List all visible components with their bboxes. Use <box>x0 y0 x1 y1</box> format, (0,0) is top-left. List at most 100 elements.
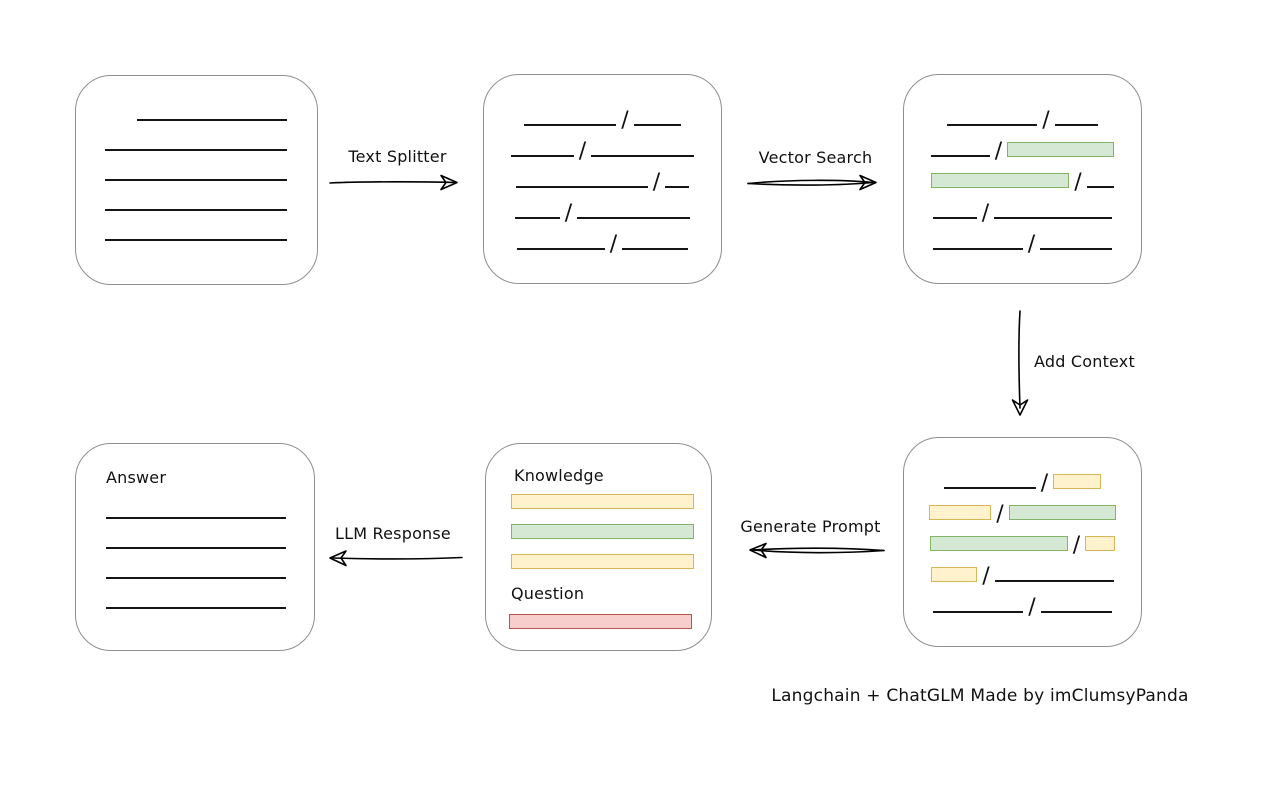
text-line <box>622 248 689 250</box>
chunk-highlight-green <box>931 173 1070 188</box>
llm-response-arrow <box>329 550 463 567</box>
chunk-row: / <box>916 126 1129 163</box>
text-line <box>106 607 286 609</box>
text-line <box>930 155 990 157</box>
knowledge-label: Knowledge <box>514 466 604 485</box>
caption: Langchain + ChatGLM Made by imClumsyPand… <box>771 686 1189 706</box>
text-line <box>510 155 574 157</box>
text-line <box>994 217 1113 219</box>
yellow-bar <box>511 494 694 509</box>
add-context-arrow <box>1011 310 1029 416</box>
generate-prompt-label: Generate Prompt <box>740 517 881 536</box>
chunk-row: / <box>916 582 1129 619</box>
separator-slash: / <box>652 170 661 195</box>
text-line-row <box>76 549 314 579</box>
text-line <box>943 487 1036 489</box>
retrieved-chunks-node: / / / / / <box>903 74 1142 284</box>
chunk-highlight-yellow <box>1053 474 1102 489</box>
text-line <box>994 580 1114 582</box>
chunk-highlight-green <box>1007 142 1115 157</box>
green-bar <box>511 524 694 539</box>
text-line <box>524 124 617 126</box>
text-line <box>1040 248 1113 250</box>
chunk-row: / <box>916 520 1129 557</box>
text-line <box>105 209 287 211</box>
chunks-node: / / / / / <box>483 74 722 284</box>
text-line <box>1054 124 1098 126</box>
text-line <box>932 217 977 219</box>
separator-slash: / <box>564 201 573 226</box>
chunk-highlight-yellow <box>929 505 992 520</box>
chunk-rows: / / / / / <box>916 458 1129 619</box>
chunk-rows: / / / / / <box>916 95 1129 256</box>
chunk-row: / <box>496 188 709 225</box>
separator-slash: / <box>1028 595 1036 620</box>
separator-slash: / <box>609 232 618 257</box>
chunk-rows: / / / / / <box>496 95 709 256</box>
text-line <box>633 124 681 126</box>
chunk-highlight-yellow <box>1085 536 1116 551</box>
chunk-row: / <box>916 95 1129 132</box>
chunk-highlight-green <box>1008 505 1116 520</box>
text-line <box>665 186 690 188</box>
separator-slash: / <box>1072 533 1081 558</box>
red-bar <box>509 614 692 629</box>
vector-search-arrow <box>747 174 877 191</box>
yellow-bar <box>511 554 694 569</box>
llm-response-label: LLM Response <box>335 524 451 543</box>
chunk-row: / <box>916 489 1129 526</box>
text-line <box>137 119 287 121</box>
text-line-row <box>76 151 317 181</box>
question-label: Question <box>511 584 585 603</box>
document-lines <box>76 91 317 241</box>
text-line <box>932 248 1023 250</box>
text-line <box>515 186 648 188</box>
text-line <box>105 149 287 151</box>
prompt-node: Knowledge Question <box>485 443 712 651</box>
text-line <box>106 517 286 519</box>
text-line <box>105 239 287 241</box>
vector-search-label: Vector Search <box>758 148 873 167</box>
generate-prompt-arrow <box>749 542 885 559</box>
separator-slash: / <box>994 139 1003 164</box>
question-bar <box>509 614 692 644</box>
context-node: / / / / / <box>903 437 1142 647</box>
text-line-row <box>76 181 317 211</box>
answer-lines <box>76 489 314 609</box>
text-line <box>933 611 1024 613</box>
chunk-row: / <box>916 157 1129 194</box>
answer-label: Answer <box>106 468 167 487</box>
separator-slash: / <box>982 564 990 589</box>
text-line <box>105 179 287 181</box>
chunk-row: / <box>916 219 1129 256</box>
separator-slash: / <box>578 139 587 164</box>
separator-slash: / <box>981 201 990 226</box>
text-line <box>947 124 1038 126</box>
separator-slash: / <box>1074 170 1082 195</box>
knowledge-bars <box>511 494 694 584</box>
text-line <box>577 217 691 219</box>
text-line <box>1040 611 1112 613</box>
chunk-row: / <box>916 458 1129 495</box>
text-line <box>106 577 286 579</box>
separator-slash: / <box>1027 232 1036 257</box>
chunk-highlight-yellow <box>931 567 978 582</box>
text-line <box>1086 186 1114 188</box>
text-line <box>106 547 286 549</box>
separator-slash: / <box>996 502 1004 527</box>
answer-node: Answer <box>75 443 315 651</box>
chunk-row: / <box>496 126 709 163</box>
chunk-row: / <box>916 188 1129 225</box>
text-line-row <box>76 579 314 609</box>
text-line-row <box>76 121 317 151</box>
text-line <box>516 248 605 250</box>
chunk-row: / <box>496 157 709 194</box>
separator-slash: / <box>621 108 629 133</box>
text-line <box>514 217 560 219</box>
chunk-row: / <box>496 95 709 132</box>
text-line <box>591 155 695 157</box>
text-line-row <box>76 211 317 241</box>
add-context-label: Add Context <box>1034 352 1135 371</box>
text-splitter-label: Text Splitter <box>348 147 447 166</box>
